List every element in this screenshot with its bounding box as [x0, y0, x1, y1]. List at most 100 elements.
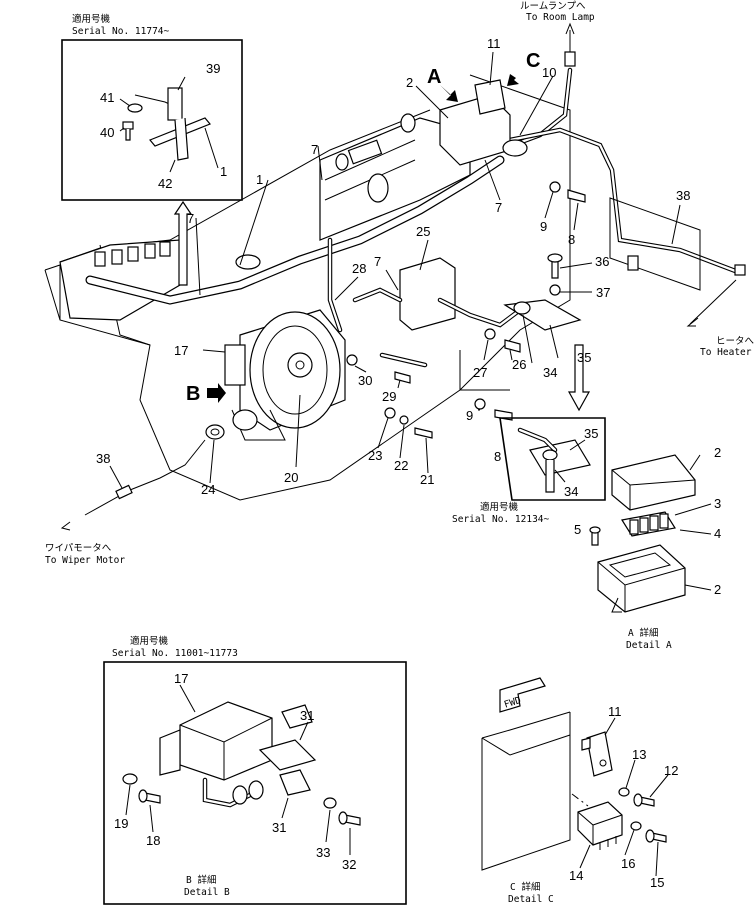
detail-c-label: Detail C	[508, 894, 554, 905]
detail-b-jp: B 詳細	[186, 874, 216, 886]
callout-10: 10	[542, 65, 556, 80]
washer-41	[127, 103, 143, 113]
callout-2-box: 2	[714, 582, 721, 597]
callout-22: 22	[394, 458, 408, 473]
callout-35-inset: 35	[584, 426, 598, 441]
callout-29: 29	[382, 389, 396, 404]
callout-39: 39	[206, 61, 220, 76]
serial-mid-jp: 適用号機	[480, 501, 519, 513]
callout-2-cover: 2	[714, 445, 721, 460]
washer-16	[630, 821, 642, 831]
callout-20: 20	[284, 470, 298, 485]
fwd-label: FWD	[503, 695, 523, 711]
view-arrow-c	[507, 68, 526, 86]
callout-16: 16	[621, 856, 635, 871]
serial-top-label: Serial No. 11774~	[72, 26, 170, 37]
callout-42: 42	[158, 176, 172, 191]
serial-b-jp: 適用号機	[130, 635, 169, 647]
callout-8-b: 8	[494, 449, 501, 464]
to-wiper-label: To Wiper Motor	[45, 555, 125, 566]
to-wiper-jp: ワイパモータへ	[45, 543, 112, 554]
callout-38-wiper: 38	[96, 451, 110, 466]
callout-41: 41	[100, 90, 114, 105]
callout-18: 18	[146, 833, 160, 848]
callout-26: 26	[512, 357, 526, 372]
callout-34-inset: 34	[564, 484, 578, 499]
serial-b-label: Serial No. 11001~11773	[112, 648, 238, 659]
detail-b-label: Detail B	[184, 887, 230, 898]
callout-2: 2	[406, 75, 413, 90]
callout-32: 32	[342, 857, 356, 872]
callout-9-b: 9	[466, 408, 473, 423]
callout-7-left: 7	[187, 211, 194, 226]
relay-14	[577, 801, 623, 846]
resistor-17	[224, 344, 246, 386]
callout-1: 1	[256, 172, 263, 187]
callout-19: 19	[114, 816, 128, 831]
harness-38-heater	[508, 128, 740, 274]
callout-24: 24	[201, 482, 215, 497]
bracket-39	[167, 87, 183, 121]
to-room-lamp-jp: ルームランプへ	[520, 1, 586, 12]
callout-7-right: 7	[495, 200, 502, 215]
inset-serial-12134: 35 34 適用号機 Serial No. 12134~	[452, 417, 606, 525]
callout-11-detail: 11	[608, 704, 622, 719]
callout-17: 17	[174, 343, 188, 358]
view-arrow-a	[440, 85, 458, 102]
callout-23: 23	[368, 448, 382, 463]
inset-frame-mid	[499, 417, 606, 501]
callout-34: 34	[543, 365, 557, 380]
callout-4: 4	[714, 526, 721, 541]
grommet-24	[205, 424, 225, 440]
callout-40: 40	[100, 125, 114, 140]
relay-11	[474, 79, 506, 115]
callout-1-inset: 1	[220, 164, 227, 179]
callout-36: 36	[595, 254, 609, 269]
washer-19	[122, 773, 138, 785]
washer-33	[323, 797, 337, 809]
up-arrow-7	[173, 200, 193, 286]
cab-wall-c	[481, 712, 571, 871]
bolt-40	[125, 129, 131, 141]
view-arrow-b	[207, 383, 226, 403]
callout-31-top: 31	[300, 708, 314, 723]
callout-12: 12	[664, 763, 678, 778]
callout-31-bottom: 31	[272, 820, 286, 835]
callout-35: 35	[577, 350, 591, 365]
detail-a-jp: A 詳細	[628, 627, 658, 639]
view-label-b: B	[186, 383, 200, 405]
callout-3: 3	[714, 496, 721, 511]
callout-11: 11	[487, 36, 501, 51]
callout-38-heater: 38	[676, 188, 690, 203]
callout-15: 15	[650, 875, 664, 890]
callout-13: 13	[632, 747, 646, 762]
callout-9: 9	[540, 219, 547, 234]
detail-a: 2 3 4 2 5 A 詳細 Detail A	[574, 445, 721, 651]
down-arrow-35	[567, 344, 591, 412]
callout-27: 27	[473, 365, 487, 380]
inset-serial-11774: 適用号機 Serial No. 11774~ 39 41 40 42 1	[61, 13, 243, 201]
callout-21: 21	[420, 472, 434, 487]
callout-33: 33	[316, 845, 330, 860]
clip-31	[258, 739, 317, 771]
view-label-c: C	[526, 50, 540, 72]
inset-frame-top	[61, 39, 243, 201]
callout-5: 5	[574, 522, 581, 537]
detail-c: FWD 11 13 12 14 16 15 C 詳細 Detail C	[481, 677, 678, 905]
callout-28: 28	[352, 261, 366, 276]
detail-a-label: Detail A	[626, 640, 672, 651]
relay-25	[399, 257, 456, 331]
inset-frame-b	[103, 661, 407, 905]
detail-c-jp: C 詳細	[510, 881, 540, 893]
main-assembly: ルームランプへ To Room Lamp ヒータへ To Heater ワイパモ…	[44, 1, 755, 566]
washer-13	[618, 787, 630, 797]
callout-7-top: 7	[311, 142, 318, 157]
view-label-a: A	[427, 66, 441, 88]
relay-11-detail	[586, 731, 613, 777]
callout-25: 25	[416, 224, 430, 239]
callout-30: 30	[358, 373, 372, 388]
cab-outline	[44, 74, 571, 501]
callout-8: 8	[568, 232, 575, 247]
callout-7-relay: 7	[374, 254, 381, 269]
